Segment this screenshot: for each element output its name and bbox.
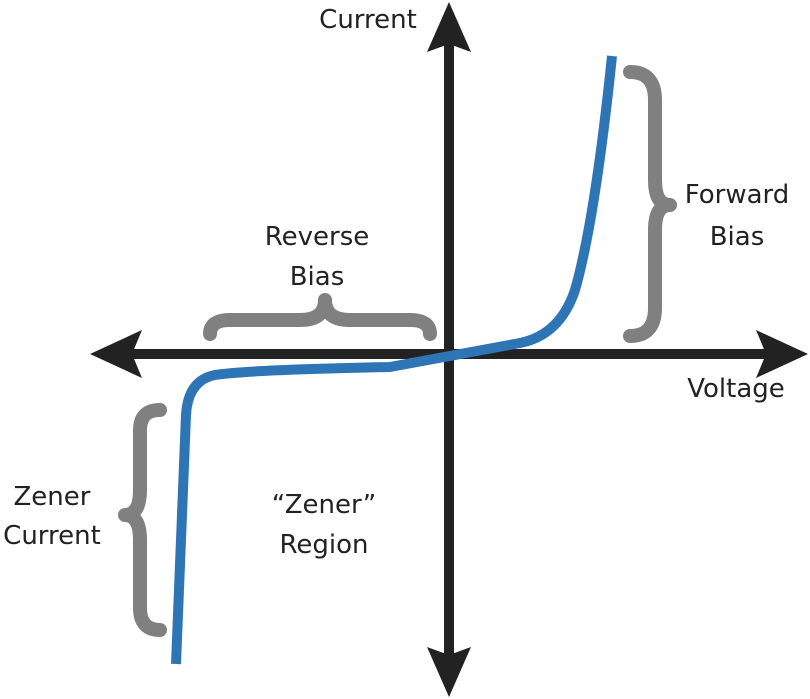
iv-curve [171, 55, 617, 665]
axes [90, 2, 808, 697]
y-axis-down-arrow-icon [427, 647, 471, 697]
braces [118, 65, 677, 637]
reverse-bias-label-line1: Reverse [265, 222, 370, 252]
reverse-bias-label-line2: Bias [290, 262, 345, 292]
forward-bias-label-line2: Bias [710, 222, 765, 252]
reverse-bias-brace [203, 293, 437, 341]
y-axis-label: Current [319, 5, 417, 35]
zener-current-label-line1: Zener [14, 482, 91, 512]
y-axis-up-arrow-icon [427, 2, 471, 52]
zener-region-label-line2: Region [279, 530, 368, 560]
x-axis-label: Voltage [687, 374, 785, 404]
zener-region-label-line1: “Zener” [272, 490, 377, 520]
zener-current-label-line2: Current [3, 521, 101, 551]
x-axis-left-arrow-icon [90, 330, 142, 378]
forward-bias-brace [623, 65, 677, 343]
zener-current-brace [118, 403, 167, 637]
forward-bias-label-line1: Forward [685, 180, 790, 210]
x-axis-right-arrow-icon [756, 330, 808, 378]
